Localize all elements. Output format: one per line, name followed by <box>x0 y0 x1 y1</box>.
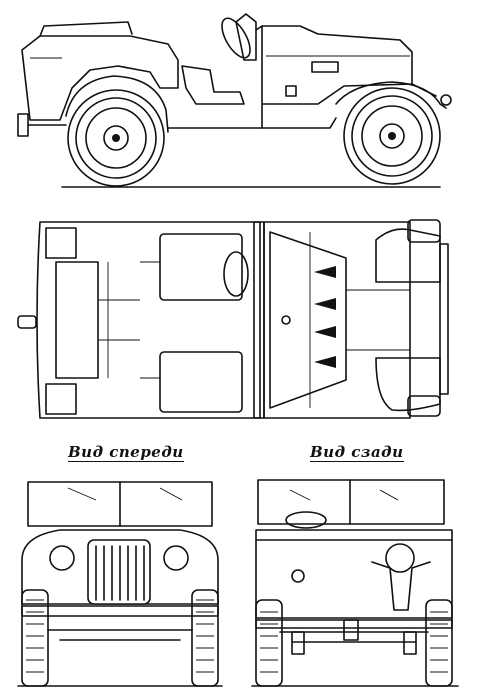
top-hood-frame <box>263 221 411 419</box>
side-seat <box>181 65 245 105</box>
rear-spare-mount <box>385 543 415 573</box>
side-cowl <box>255 25 263 129</box>
front-axle <box>47 629 193 641</box>
top-front-right-fender <box>375 357 441 412</box>
side-hood-louver <box>311 61 339 73</box>
front-view <box>17 481 223 687</box>
front-body <box>21 529 219 605</box>
top-left-seat <box>159 233 243 301</box>
front-right-headlight <box>163 545 189 571</box>
top-view <box>17 219 449 419</box>
rear-spare-bracket <box>371 561 431 611</box>
side-running-board <box>167 117 337 129</box>
side-rear-body <box>21 35 179 121</box>
front-canopy-frame <box>27 481 213 527</box>
side-hood <box>261 25 413 105</box>
rear-steering-wheel <box>285 511 327 529</box>
top-steering-wheel <box>223 251 249 297</box>
rear-fuel-cap <box>291 569 305 583</box>
top-rear-body <box>36 221 261 419</box>
side-folded-top <box>39 21 133 37</box>
rear-body <box>255 529 453 619</box>
top-hood-panel <box>269 231 347 409</box>
side-rear-wheel <box>67 89 165 187</box>
top-right-seat <box>159 351 243 413</box>
top-windshield <box>253 221 265 419</box>
front-left-headlight <box>49 545 75 571</box>
rear-bumper <box>255 619 453 629</box>
rear-view <box>251 479 459 687</box>
top-louver-2 <box>314 298 336 310</box>
top-front-bumper <box>439 243 449 395</box>
front-grille-bars <box>95 545 145 601</box>
side-rear-towhook <box>17 113 29 137</box>
side-front-fender <box>335 81 447 109</box>
top-louver-4 <box>314 356 336 368</box>
side-front-hook <box>440 94 452 106</box>
top-front-right-wheel <box>407 395 441 417</box>
rear-towhook <box>343 619 359 641</box>
top-front-left-wheel <box>407 219 441 243</box>
front-right-wheel <box>191 589 219 687</box>
rear-view-label: Вид сзади <box>310 443 404 462</box>
top-louver-3 <box>314 326 336 338</box>
front-bumper <box>21 605 219 617</box>
side-steering-wheel <box>221 17 251 59</box>
front-view-label: Вид спереди <box>68 443 184 462</box>
rear-canopy-frame <box>257 479 445 525</box>
rear-left-wheel <box>255 599 283 687</box>
front-grille <box>87 539 151 605</box>
side-view <box>17 13 452 188</box>
rear-right-wheel <box>425 599 453 687</box>
side-fuel-cap <box>285 85 297 97</box>
side-windshield <box>235 13 257 61</box>
side-rear-fender <box>65 75 169 133</box>
side-front-wheel <box>343 87 441 185</box>
top-rear-towhook <box>17 315 37 329</box>
front-left-wheel <box>21 589 49 687</box>
top-rear-bench <box>55 261 99 379</box>
top-louver-1 <box>314 266 336 278</box>
